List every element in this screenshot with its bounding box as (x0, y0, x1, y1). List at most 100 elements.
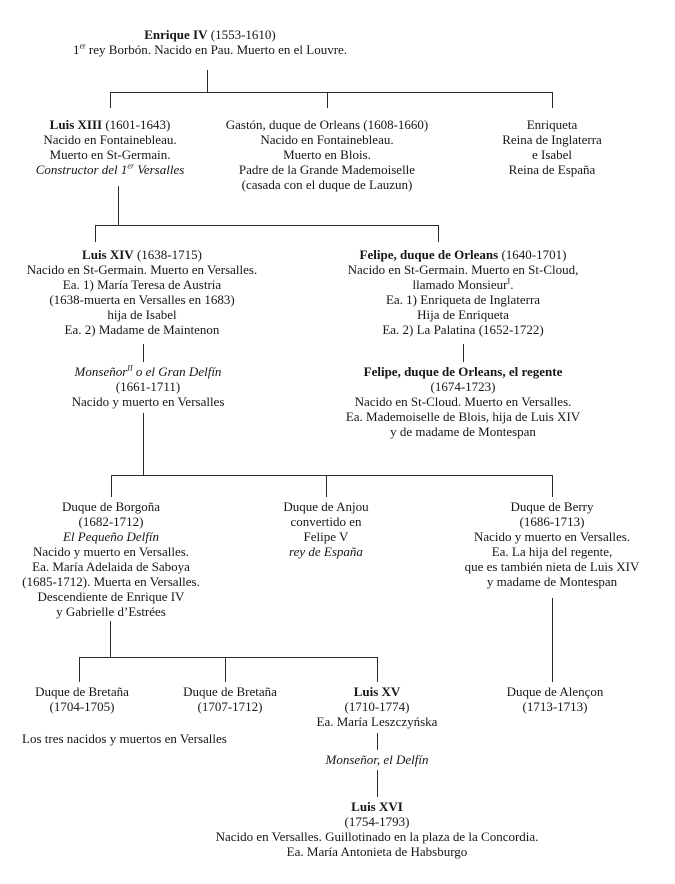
text-line: Nacido en Fontainebleau. (260, 132, 394, 147)
connector-luis-xiv-gran-delfin (143, 344, 144, 362)
text-line: Ea. 2) Madame de Maintenon (64, 322, 220, 337)
connector-luis-xv-monsenor (377, 733, 378, 750)
text-line: Reina de España (508, 162, 596, 177)
text-line: 1er rey Borbón. Nacido en Pau. Muerto en… (72, 41, 348, 57)
text-line: Ea. María Leszczyńska (316, 714, 438, 729)
text-line: e Isabel (531, 147, 573, 162)
text-line: Ea. 2) La Palatina (1652-1722) (382, 322, 544, 337)
connector-gen5-horizontal (79, 657, 377, 658)
text-line: Muerto en Blois. (283, 147, 371, 162)
text-line: Enrique IV (1553-1610) (144, 27, 276, 42)
text-line: Muerto en St-Germain. (49, 147, 171, 162)
text-line: Monseñor, el Delfín (325, 752, 429, 767)
node-gaston: Gastón, duque de Orleans (1608-1660)Naci… (226, 117, 429, 192)
text-line: Hija de Enriqueta (417, 307, 509, 322)
connector-berry-alencon (552, 598, 553, 682)
text-line: Felipe, duque de Orleans, el regente (363, 364, 563, 379)
text-line: (1682-1712) (78, 514, 144, 529)
text-line: y Gabrielle d’Estrées (56, 604, 166, 619)
text-line: (1674-1723) (430, 379, 496, 394)
text-line: (1710-1774) (344, 699, 410, 714)
connector-stub-gaston (327, 92, 328, 108)
text-line: Duque de Bretaña (183, 684, 277, 699)
node-felipe-orleans: Felipe, duque de Orleans (1640-1701)Naci… (348, 247, 579, 337)
text-line: hija de Isabel (107, 307, 177, 322)
connector-stub-anjou (326, 475, 327, 497)
node-luis-xiii: Luis XIII (1601-1643)Nacido en Fontaineb… (36, 117, 185, 177)
text-line: rey de España (289, 544, 363, 559)
connector-gen2-horizontal (110, 92, 552, 93)
text-line: convertido en (290, 514, 362, 529)
text-line: Felipe V (303, 529, 349, 544)
text-line: Los tres nacidos y muertos en Versalles (22, 731, 227, 746)
text-line: Ea. Mademoiselle de Blois, hija de Luis … (345, 409, 581, 424)
text-line: y de madame de Montespan (390, 424, 536, 439)
connector-stub-borgona (111, 475, 112, 497)
text-line: Duque de Borgoña (62, 499, 160, 514)
node-borgona: Duque de Borgoña(1682-1712)El Pequeño De… (22, 499, 200, 619)
text-line: Duque de Anjou (283, 499, 369, 514)
text-line: (1754-1793) (344, 814, 410, 829)
text-line: Nacido en St-Cloud. Muerto en Versalles. (354, 394, 572, 409)
text-line: Felipe, duque de Orleans (1640-1701) (359, 247, 567, 262)
text-line: que es también nieta de Luis XIV (464, 559, 640, 574)
text-line: Nacido en Fontainebleau. (43, 132, 177, 147)
text-line: El Pequeño Delfín (62, 529, 160, 544)
connector-gran-delfin-down (143, 413, 144, 476)
text-line: Luis XVI (351, 799, 403, 814)
text-line: (1713-1713) (522, 699, 588, 714)
connector-monsenor-luis-xvi (377, 770, 378, 797)
connector-stub-bretana-2 (225, 657, 226, 682)
node-luis-xiv: Luis XIV (1638-1715)Nacido en St-Germain… (27, 247, 257, 337)
node-tres-note: Los tres nacidos y muertos en Versalles (22, 731, 227, 746)
connector-felipe-regente (463, 344, 464, 362)
connector-luis-xiii-down (118, 186, 119, 226)
connector-gen3-horizontal (95, 225, 438, 226)
text-line: Luis XIII (1601-1643) (49, 117, 171, 132)
text-line: Nacido en St-Germain. Muerto en St-Cloud… (347, 262, 579, 277)
node-regente: Felipe, duque de Orleans, el regente(167… (346, 364, 580, 439)
text-line: Duque de Bretaña (35, 684, 129, 699)
text-line: Ea. 1) María Teresa de Austria (62, 277, 222, 292)
text-line: Enriqueta (526, 117, 578, 132)
text-line: (1707-1712) (197, 699, 263, 714)
text-line: (1704-1705) (49, 699, 115, 714)
text-line: (1686-1713) (519, 514, 585, 529)
node-luis-xv: Luis XV(1710-1774)Ea. María Leszczyńska (317, 684, 438, 729)
text-line: Ea. 1) Enriqueta de Inglaterra (385, 292, 541, 307)
text-line: Duque de Berry (510, 499, 594, 514)
text-line: Nacido y muerto en Versalles (71, 394, 225, 409)
node-alencon: Duque de Alençon(1713-1713) (507, 684, 604, 714)
text-line: Nacido y muerto en Versalles. (32, 544, 190, 559)
text-line: Nacido en Versalles. Guillotinado en la … (215, 829, 539, 844)
text-line: Constructor del 1er Versalles (35, 161, 185, 177)
text-line: (casada con el duque de Lauzun) (241, 177, 413, 192)
text-line: Descendiente de Enrique IV (37, 589, 185, 604)
node-berry: Duque de Berry(1686-1713)Nacido y muerto… (465, 499, 640, 589)
text-line: MonseñorII o el Gran Delfín (74, 363, 222, 379)
node-monsenor-delfin: Monseñor, el Delfín (326, 752, 429, 767)
text-line: y madame de Montespan (486, 574, 618, 589)
text-line: Nacido en St-Germain. Muerto en Versalle… (26, 262, 258, 277)
node-gran-delfin: MonseñorII o el Gran Delfín(1661-1711)Na… (72, 364, 225, 409)
text-line: Gastón, duque de Orleans (1608-1660) (225, 117, 429, 132)
connector-gen4-horizontal (111, 475, 553, 476)
connector-stub-luis-xiv (95, 225, 96, 242)
connector-stub-felipe (438, 225, 439, 242)
text-line: Padre de la Grande Mademoiselle (238, 162, 416, 177)
text-line: Duque de Alençon (506, 684, 604, 699)
connector-stub-enriqueta (552, 92, 553, 108)
text-line: Ea. María Antonieta de Habsburgo (286, 844, 468, 859)
text-line: Nacido y muerto en Versalles. (473, 529, 631, 544)
node-bretana-2: Duque de Bretaña(1707-1712) (183, 684, 277, 714)
connector-borgona-down (110, 621, 111, 658)
connector-stub-luis-xiii (110, 92, 111, 108)
text-line: Ea. La hija del regente, (491, 544, 613, 559)
text-line: (1685-1712). Muerta en Versalles. (22, 574, 200, 589)
connector-enrique-down (207, 70, 208, 93)
node-luis-xvi: Luis XVI(1754-1793)Nacido en Versalles. … (216, 799, 539, 859)
node-enrique-iv: Enrique IV (1553-1610)1er rey Borbón. Na… (73, 27, 347, 57)
text-line: (1638-muerta en Versalles en 1683) (49, 292, 235, 307)
